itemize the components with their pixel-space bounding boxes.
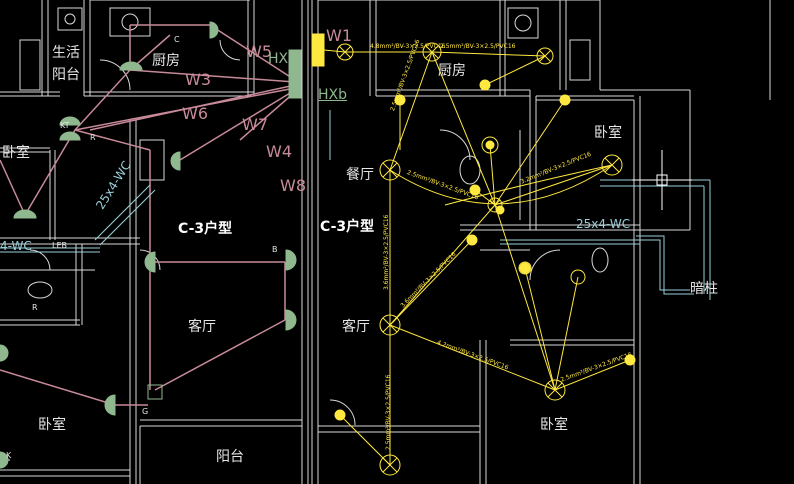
symbol-label-r2: R — [32, 303, 38, 312]
room-label-dining: 餐厅 — [346, 167, 374, 183]
room-label-living-balcony-2: 阳台 — [52, 67, 80, 83]
crosshair-cursor-icon — [632, 150, 692, 210]
wire-label: 2.5mm²/BV-3×2.5/PVC16 — [385, 374, 392, 450]
symbol-label-g: G — [142, 407, 149, 416]
circuit-label-w7: W7 — [242, 115, 268, 134]
symbol-label-b: B — [272, 245, 278, 254]
circuit-label-w4: W4 — [266, 142, 292, 161]
circuit-label-w3: W3 — [185, 70, 211, 89]
circuit-label-w5: W5 — [246, 42, 272, 61]
symbol-label-kt: KT — [60, 121, 70, 130]
panel-label-hxb-top: HXb — [268, 51, 298, 67]
yellow-selected-wiring[interactable] — [311, 33, 636, 476]
wire-label: 3.6mm²/BV-3×2.5/PVC16 — [383, 214, 390, 290]
room-label-bedroom-left-top: 卧室 — [2, 145, 30, 161]
fixtures — [19, 7, 609, 299]
wire-label: 4.8mm²/BV-3×2.5/PVC16 — [370, 43, 446, 50]
symbol-label-leb: LEB — [52, 241, 67, 250]
cyan-conduits — [0, 110, 640, 253]
symbol-label-k: K — [6, 451, 12, 460]
conduit-label-right: 25x4-WC — [576, 217, 631, 231]
circuit-label-w8: W8 — [280, 176, 306, 195]
room-label-bedroom-left-bottom: 卧室 — [38, 417, 66, 433]
wall-outlines — [0, 0, 771, 484]
conduit-label-left-h: 4-WC — [0, 239, 32, 253]
room-label-living-right: 客厅 — [342, 319, 370, 335]
green-devices — [0, 21, 302, 469]
room-label-living-left: 客厅 — [188, 319, 216, 335]
column-label: 暗柱 — [690, 281, 718, 297]
room-label-bedroom-right-top: 卧室 — [594, 125, 622, 141]
panel-label-hxb-bottom: HXb — [318, 87, 348, 103]
room-label-living-balcony: 生活 — [52, 45, 80, 61]
room-label-kitchen-right: 厨房 — [438, 63, 466, 79]
circuit-label-w1: W1 — [326, 26, 352, 45]
room-label-bedroom-right-bottom: 卧室 — [540, 417, 568, 433]
wire-label: 2.5mm²/BV-3×2.5/PVC16 — [440, 43, 516, 50]
room-label-balcony-bottom: 阳台 — [216, 449, 244, 465]
symbol-label-c: C — [174, 35, 180, 44]
unit-type-label-left: C-3户型 — [178, 221, 233, 237]
symbol-label-r1: R — [90, 133, 96, 142]
room-label-kitchen-left: 厨房 — [152, 53, 180, 69]
unit-type-label-right: C-3户型 — [320, 219, 375, 235]
circuit-label-w6: W6 — [182, 104, 208, 123]
